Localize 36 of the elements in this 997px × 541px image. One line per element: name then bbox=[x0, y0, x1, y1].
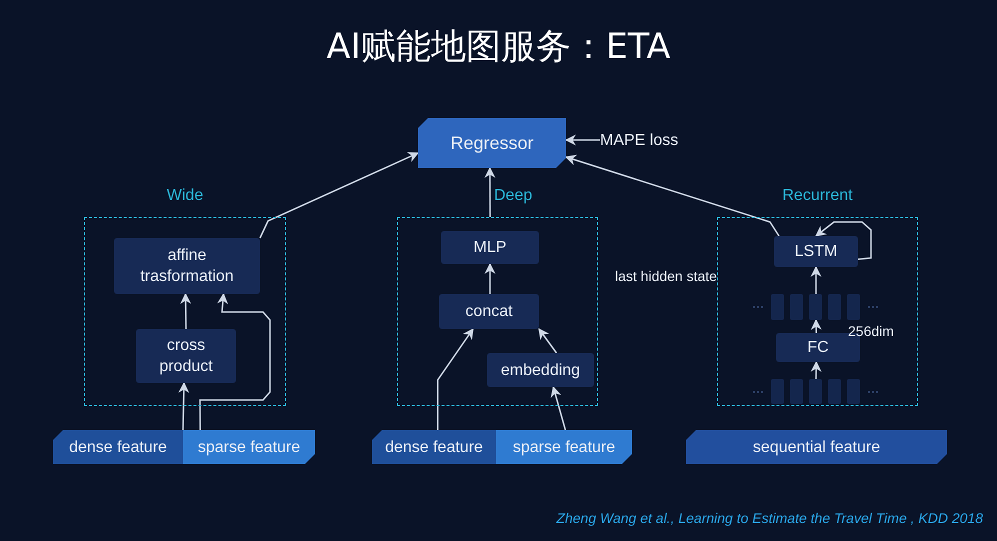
group-heading: Deep bbox=[494, 186, 534, 206]
arrow bbox=[199, 292, 271, 430]
arrow bbox=[484, 166, 496, 217]
layer-bars-drawing bbox=[751, 379, 881, 404]
arrow bbox=[180, 292, 192, 330]
arrow bbox=[538, 328, 558, 354]
process-box: cross product bbox=[136, 329, 236, 383]
arrow bbox=[550, 386, 566, 430]
arrow bbox=[436, 328, 474, 430]
feature-bar: dense feature bbox=[53, 430, 183, 464]
arrow bbox=[810, 266, 822, 294]
arrow bbox=[178, 382, 190, 430]
loss-label: MAPE loss bbox=[600, 128, 695, 152]
arrow bbox=[810, 318, 822, 334]
caption: Zheng Wang et al., Learning to Estimate the Travel Time , KDD 2018 bbox=[556, 510, 983, 526]
arrow bbox=[484, 262, 496, 294]
feature-bar: sparse feature bbox=[496, 430, 632, 464]
process-box: concat bbox=[439, 294, 539, 329]
process-box: LSTM bbox=[774, 236, 858, 267]
arrow bbox=[259, 152, 419, 238]
layer-bars-drawing bbox=[751, 294, 881, 320]
process-box: affine trasformation bbox=[114, 238, 260, 294]
title: AI赋能地图服务：ETA bbox=[326, 27, 670, 67]
arrow bbox=[564, 154, 780, 236]
process-box: MLP bbox=[441, 231, 539, 264]
process-box: embedding bbox=[487, 353, 594, 387]
feature-bar: sequential feature bbox=[686, 430, 947, 464]
regressor-box: Regressor bbox=[418, 118, 566, 168]
group-heading: Recurrent bbox=[781, 186, 854, 206]
arrow bbox=[564, 134, 600, 146]
arrow bbox=[810, 360, 822, 380]
group-heading: Wide bbox=[166, 186, 204, 206]
note-text: last hidden state bbox=[615, 267, 718, 286]
arrow bbox=[815, 221, 872, 260]
feature-bar: dense feature bbox=[372, 430, 496, 464]
feature-bar: sparse feature bbox=[183, 430, 315, 464]
